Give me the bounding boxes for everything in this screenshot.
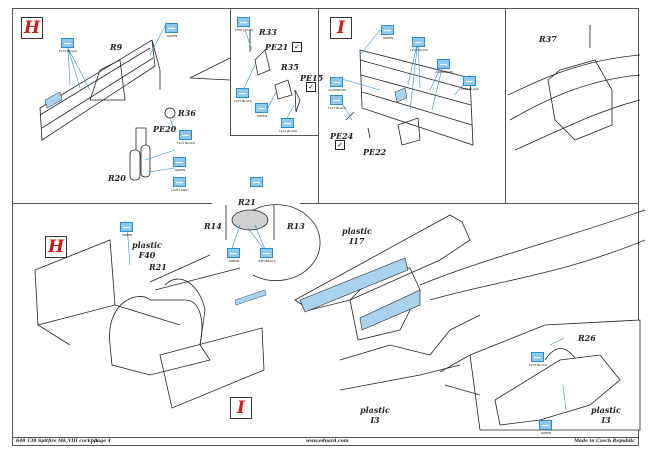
part-label-pe22: PE22 <box>363 147 387 157</box>
paint-chip-label: FLAT BLACK <box>328 106 346 110</box>
part-label-r14: R14 <box>204 221 222 231</box>
paint-chip-label: GREEN <box>540 431 552 435</box>
part-label-r21-detail: R21 <box>238 197 256 207</box>
plastic-word: plastic <box>132 240 162 250</box>
plastic-label-f40: plastic F40 <box>132 240 162 260</box>
paint-chip <box>412 37 425 47</box>
footer-title: 648 138 Spitfire Mk.VIII cockpit <box>16 439 98 444</box>
paint-chip <box>281 118 294 128</box>
part-label-r9: R9 <box>110 42 123 52</box>
paint-chip <box>250 177 263 187</box>
footer-origin: Made in Czech Republic <box>574 439 635 444</box>
paint-chip-label: GREEN <box>256 114 268 118</box>
paint-chip-label: RED/BLACK <box>258 259 276 263</box>
paint-chip-label: GREEN <box>121 233 133 237</box>
part-label-r20: R20 <box>108 173 126 183</box>
paint-chip-label: GREEN <box>174 168 186 172</box>
paint-chip <box>260 248 273 258</box>
paint-chip-label: GREEN <box>228 259 240 263</box>
divider <box>230 135 318 136</box>
paint-chip-label: FLAT BLACK <box>410 48 428 52</box>
paint-chip <box>381 25 394 35</box>
highlighted-part <box>299 257 409 313</box>
paint-chip <box>463 76 476 86</box>
paint-chip-label: ALUMINIUM <box>435 70 453 74</box>
part-label-pe24: PE24 <box>330 131 354 141</box>
paint-chip-label: FLAT BLACK <box>461 87 479 91</box>
part-label-pe21: PE21 <box>265 42 289 52</box>
divider <box>12 203 212 204</box>
part-label-r13: R13 <box>287 221 305 231</box>
divider <box>505 8 506 203</box>
footer-bar: 648 138 Spitfire Mk.VIII cockpit page 4 … <box>12 437 639 446</box>
check-mark-icon: ✓ <box>292 42 302 52</box>
paint-chip <box>330 77 343 87</box>
side-panel-drawing <box>359 49 474 146</box>
divider <box>300 203 639 204</box>
paint-chip-label: ALUMINIUM <box>328 88 346 92</box>
paint-chip <box>227 248 240 258</box>
paint-chip <box>531 352 544 362</box>
part-label-r21: R21 <box>149 262 167 272</box>
paint-chip <box>437 59 450 69</box>
paint-chip-label: CHIP COLOR <box>234 28 254 32</box>
part-label-pe20: PE20 <box>153 124 177 134</box>
part-label-r33: R33 <box>259 27 277 37</box>
plastic-part: F40 <box>138 250 156 260</box>
paint-chip <box>173 177 186 187</box>
paint-chip <box>165 23 178 33</box>
part-label-r26: R26 <box>578 333 596 343</box>
part-label-r37: R37 <box>539 34 557 44</box>
paint-chip <box>330 95 343 105</box>
paint-chip-label: LIGHT GRAY <box>171 188 189 192</box>
paint-chip-label: GREEN <box>382 36 394 40</box>
footer-website[interactable]: www.eduard.com <box>306 439 349 444</box>
step-badge-h: H <box>21 17 43 39</box>
paint-chip <box>61 38 74 48</box>
plastic-label-i3: plastic I3 <box>360 405 390 425</box>
paint-chip <box>120 222 133 232</box>
check-mark-icon: ✓ <box>335 140 345 150</box>
paint-chip <box>255 103 268 113</box>
paint-chip-label: FLAT BLACK <box>234 99 252 103</box>
plastic-label-i3-inset: plastic I3 <box>591 405 621 425</box>
paint-chip <box>539 420 552 430</box>
part-label-r36: R36 <box>178 108 196 118</box>
fuselage-half-drawing <box>294 214 471 311</box>
paint-chip-label: FLAT BLACK <box>177 141 195 145</box>
check-mark-icon: ✓ <box>306 82 316 92</box>
part-label-pe15: PE15 <box>300 73 324 83</box>
step-badge-i-assembly: I <box>230 397 252 419</box>
paint-chip-label: FLAT BLACK <box>59 49 77 53</box>
paint-chip <box>173 157 186 167</box>
paint-chip-label: FLAT BLACK <box>529 363 547 367</box>
paint-chip <box>236 88 249 98</box>
step-badge-i: I <box>330 17 352 39</box>
paint-chip-label: FLAT BLACK <box>279 129 297 133</box>
step-badge-h-assembly: H <box>45 236 67 258</box>
footer-page: page 4 <box>91 439 111 444</box>
tank-drawing <box>129 149 141 181</box>
paint-chip <box>237 17 250 27</box>
part-label-r35: R35 <box>281 62 299 72</box>
paint-chip-label: GREEN <box>166 34 178 38</box>
paint-chip <box>179 130 192 140</box>
divider <box>230 8 231 135</box>
plastic-label-i17: plastic I17 <box>342 226 372 246</box>
divider <box>318 8 319 203</box>
highlighted-part <box>359 289 421 331</box>
